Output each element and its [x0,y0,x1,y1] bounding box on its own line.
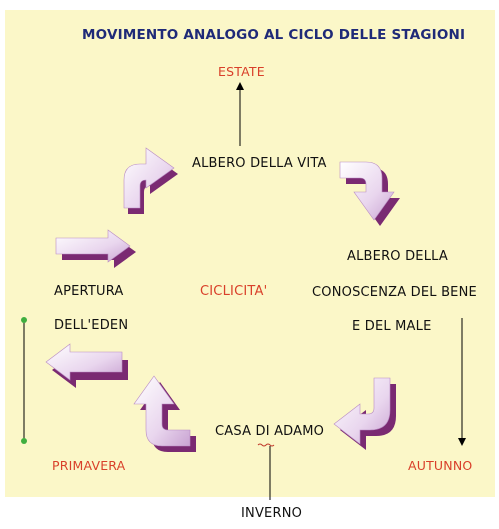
season-spring: PRIMAVERA [52,458,126,473]
arrow-to-spring [21,317,27,444]
center-label-cyclicity: CICLICITA' [200,284,268,299]
node-tree-knowledge-line3: E DEL MALE [352,319,432,334]
node-eden-opening-line1: APERTURA [54,284,124,299]
squiggle-underline [257,443,275,447]
season-winter: INVERNO [241,506,303,521]
diagram-title: MOVIMENTO ANALOGO AL CICLO DELLE STAGION… [82,27,466,43]
curved-arrow-bottom-left [133,375,196,452]
node-tree-of-life: ALBERO DELLA VITA [192,156,327,171]
straight-arrow-right [55,229,136,268]
node-tree-knowledge-line1: ALBERO DELLA [347,249,448,264]
straight-arrow-left [45,343,128,388]
season-summer: ESTATE [218,64,265,79]
node-eden-opening-line2: DELL'EDEN [54,318,129,333]
curved-arrow-bottom-right [333,377,396,450]
curved-arrow-top-left [123,147,178,214]
season-autumn: AUTUNNO [408,458,473,473]
curved-arrow-top-right [339,161,400,226]
node-house-of-adam: CASA DI ADAMO [215,424,325,439]
node-tree-knowledge-line2: CONOSCENZA DEL BENE [312,285,477,300]
